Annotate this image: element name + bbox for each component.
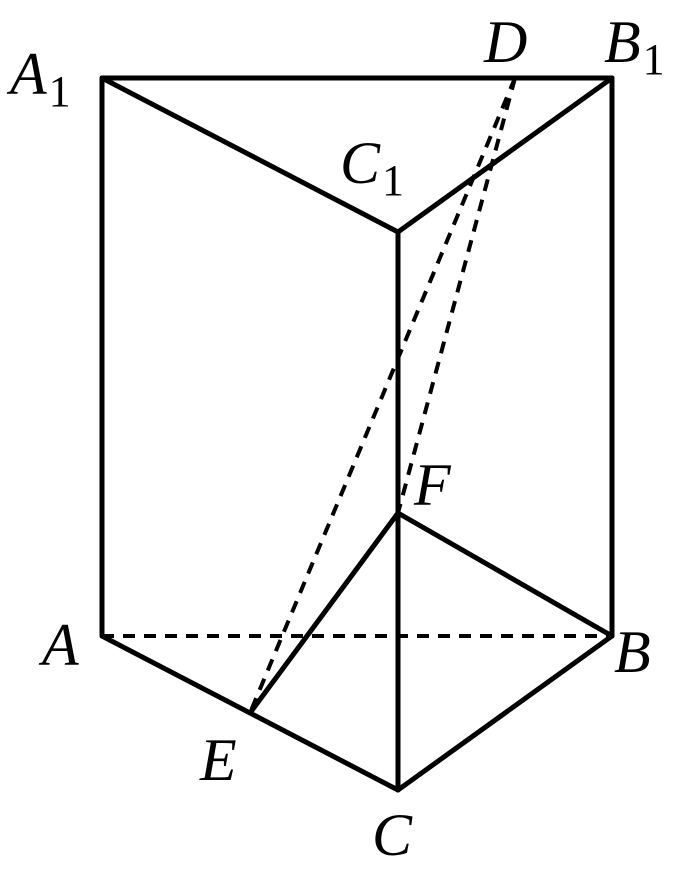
label-A1: A1 [6, 41, 71, 116]
label-A: A [38, 612, 79, 678]
edge-C1-B1 [395, 75, 615, 235]
label-E: E [199, 727, 237, 793]
label-F: F [413, 452, 452, 518]
edge-A1-C1 [99, 75, 401, 235]
dashed-segment-D-E [248, 77, 517, 714]
segment-E-F [247, 510, 401, 716]
label-D: D [483, 9, 527, 75]
label-C: C [372, 802, 413, 868]
edge-C-B [395, 633, 615, 793]
dashed-segment-D-F [396, 77, 517, 514]
segment-F-B [395, 510, 615, 639]
label-B1: B1 [604, 9, 665, 84]
label-B: B [614, 619, 651, 685]
label-C1: C1 [340, 130, 404, 205]
